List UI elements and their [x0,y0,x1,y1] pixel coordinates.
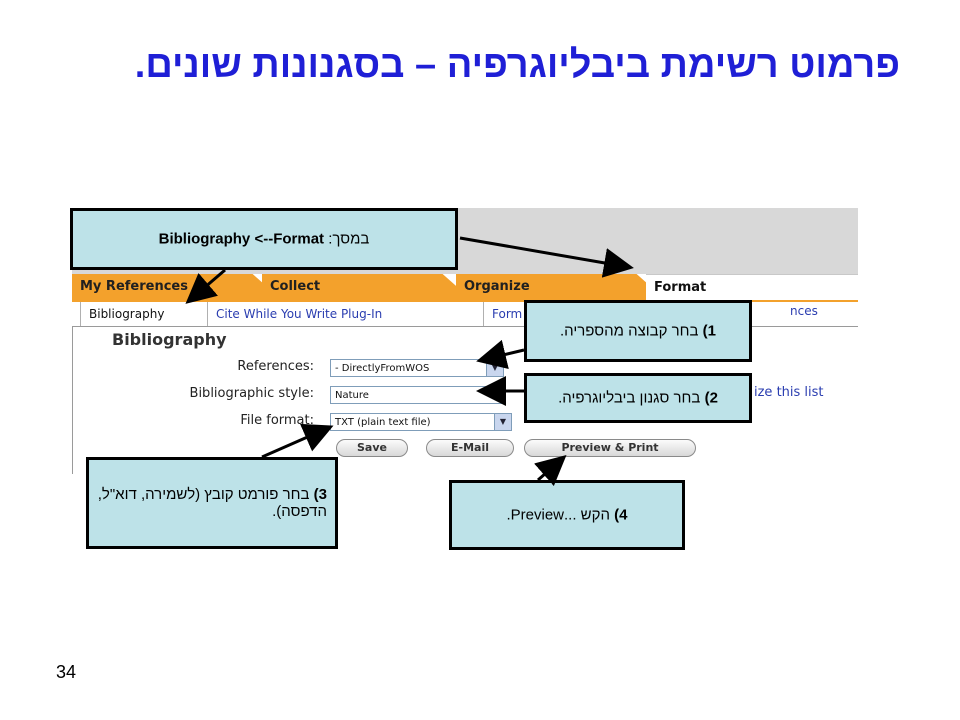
step-4-text: הקש ...Preview. [506,506,610,524]
file-format-select[interactable]: TXT (plain text file) ▼ [330,413,512,431]
callout-step-2: 2) בחר סגנון ביבליוגרפיה. [524,373,752,423]
preview-print-button[interactable]: Preview & Print [524,439,696,457]
file-format-label: File format: [240,413,314,428]
slide-title: פרמוט רשימת ביבליוגרפיה – בסגנונות שונים… [134,44,900,86]
save-button[interactable]: Save [336,439,408,457]
email-button[interactable]: E-Mail [426,439,514,457]
subtab-cite-while-you-write[interactable]: Cite While You Write Plug-In [208,302,484,326]
callout-step-4: 4) הקש ...Preview. [449,480,685,550]
step-2-text: בחר סגנון ביבליוגרפיה. [558,389,701,407]
style-label: Bibliographic style: [189,386,314,401]
subtab-bibliography[interactable]: Bibliography [80,302,208,326]
step-3-text: בחר פורמט קובץ (לשמירה, דוא"ל, הדפסה). [97,486,327,520]
panel-title: Bibliography [112,330,227,349]
callout-navigation-path: Bibliography <--Format [158,230,325,248]
chevron-down-icon[interactable]: ▼ [494,414,511,430]
references-value: - DirectlyFromWOS [335,363,430,374]
subtab-fragment[interactable]: nces [790,304,818,318]
step-1-text: בחר קבוצה מהספריה. [559,322,699,340]
step-1-number: 1) [702,322,717,340]
tab-strip-line [72,300,858,302]
file-format-value: TXT (plain text file) [335,417,431,428]
references-select[interactable]: - DirectlyFromWOS ▼ [330,359,504,377]
subtab-bar: Bibliography Cite While You Write Plug-I… [72,302,858,327]
tab-my-references[interactable]: My References [72,274,282,300]
style-select[interactable]: Nature [330,386,504,404]
references-label: References: [237,359,314,374]
callout-navigation: במסך: Bibliography <--Format [70,208,458,270]
tab-collect[interactable]: Collect [262,274,472,300]
callout-step-3: 3) בחר פורמט קובץ (לשמירה, דוא"ל, הדפסה)… [86,457,338,549]
callout-navigation-prefix: במסך: [328,230,370,248]
chevron-down-icon[interactable]: ▼ [486,360,503,376]
page-number: 34 [56,662,77,682]
step-4-number: 4) [614,506,628,524]
callout-step-1: 1) בחר קבוצה מהספריה. [524,300,752,362]
tab-organize[interactable]: Organize [456,274,666,300]
step-3-number: 3) [313,486,327,503]
panel-border [72,326,73,474]
style-value: Nature [335,390,369,401]
step-2-number: 2) [704,389,718,407]
tab-format[interactable]: Format [646,274,858,300]
customize-list-link[interactable]: ize this list [754,385,824,400]
